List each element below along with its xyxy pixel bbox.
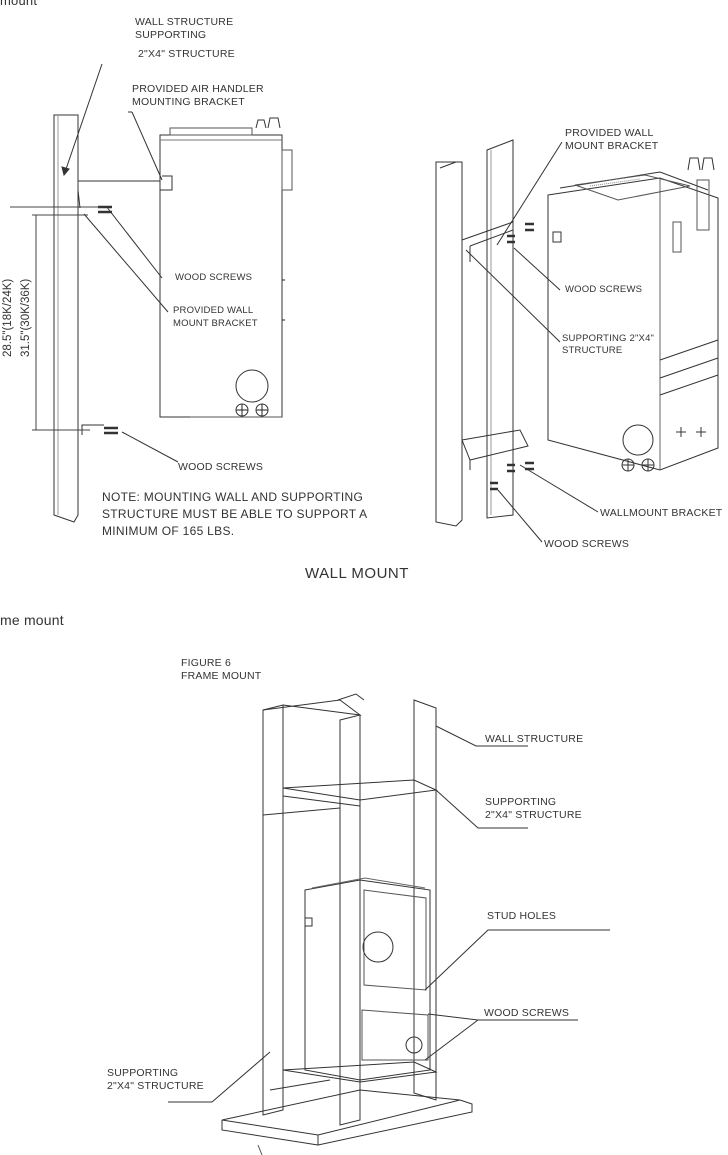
frame-wall-structure-label: WALL STRUCTURE [485, 733, 584, 745]
frame-mount-section-label: me mount [0, 612, 64, 628]
wall-mount-caption: WALL MOUNT [305, 565, 409, 582]
stud-holes-label: STUD HOLES [487, 910, 557, 922]
frame-mount-diagram [168, 694, 610, 1155]
right-wall-studs [436, 140, 528, 526]
dimension-label-1: 28.5"(18K/24K) [2, 278, 14, 357]
left-air-handler [160, 118, 292, 417]
note-line-2: STRUCTURE MUST BE ABLE TO SUPPORT A [102, 507, 368, 521]
right-wall-bracket-label-2: MOUNT BRACKET [565, 140, 659, 152]
right-wall-bracket-label-1: PROVIDED WALL [565, 127, 654, 139]
right-supporting-label-2: STRUCTURE [562, 345, 623, 356]
dimension-label-2: 31.5"(30K/36K) [20, 278, 32, 357]
wood-screws-label-1: WOOD SCREWS [175, 272, 253, 283]
figure-6-label: FIGURE 6 [181, 657, 232, 669]
frame-left-supporting-label-2: 2"X4" STRUCTURE [107, 1080, 204, 1092]
right-wood-screws-label-2: WOOD SCREWS [544, 538, 630, 550]
frame-left-supporting-label-1: SUPPORTING [107, 1067, 179, 1079]
frame-wood-screws-label: WOOD SCREWS [484, 1007, 570, 1019]
structure-2x4-label: 2"X4" STRUCTURE [138, 48, 235, 60]
right-screws [490, 224, 534, 489]
air-handler-bracket-label-2: MOUNTING BRACKET [132, 96, 245, 108]
air-handler-bracket-label-1: PROVIDED AIR HANDLER [132, 83, 264, 95]
top-cutoff-label: mount [0, 0, 38, 8]
right-leaders [466, 142, 598, 542]
wall-structure-text: WALL STRUCTURE SUPPORTING [135, 16, 234, 41]
right-supporting-label-1: SUPPORTING 2"X4" [562, 333, 655, 344]
note-line-3: MINIMUM OF 165 LBS. [102, 524, 235, 538]
frame-mount-label: FRAME MOUNT [181, 670, 262, 682]
wall-mount-bracket-label-2: MOUNT BRACKET [173, 318, 258, 329]
frame-supporting-label-1: SUPPORTING [485, 796, 557, 808]
note-line-1: NOTE: MOUNTING WALL AND SUPPORTING [102, 490, 364, 504]
frame-supporting-label-2: 2"X4" STRUCTURE [485, 809, 582, 821]
left-top-bracket [78, 176, 172, 435]
wallmount-bracket-label: WALLMOUNT BRACKET [600, 507, 723, 519]
wood-screws-label-2: WOOD SCREWS [178, 461, 264, 473]
left-wall-stud [54, 115, 78, 522]
wall-mount-bracket-label-1: PROVIDED WALL [173, 305, 254, 316]
left-leaders [62, 64, 178, 462]
right-air-handler [548, 158, 718, 471]
right-wood-screws-label: WOOD SCREWS [565, 284, 643, 295]
wall-structure-label: WALL STRUCTURE SUPPORTING [135, 16, 255, 42]
left-dimension-lines [10, 207, 100, 430]
